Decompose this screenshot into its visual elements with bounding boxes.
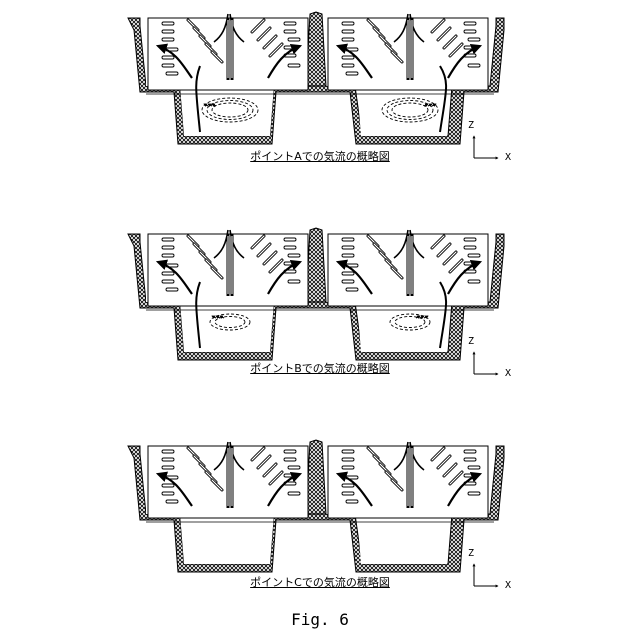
vane-slot xyxy=(288,254,300,257)
vane-slot xyxy=(162,246,174,249)
figure-label: Fig. 6 xyxy=(0,610,640,629)
vane-slot xyxy=(468,492,480,495)
vane-slot xyxy=(162,466,174,469)
vane-slot xyxy=(464,458,476,461)
center-divider xyxy=(306,440,326,514)
vane-slot xyxy=(162,30,174,33)
vane-slot xyxy=(342,254,354,257)
panel-caption: ポイントBでの気流の概略図 xyxy=(230,360,410,376)
vane-slot xyxy=(468,254,480,257)
vane-slot xyxy=(162,64,174,67)
vane-slot xyxy=(288,64,300,67)
vane-slot xyxy=(468,64,480,67)
vane-slot xyxy=(284,30,296,33)
vane-slot xyxy=(162,458,174,461)
vane-slot xyxy=(342,246,354,249)
vane-slot xyxy=(342,238,354,241)
panel-b xyxy=(128,228,504,374)
vane-slot xyxy=(346,288,358,291)
center-divider xyxy=(306,228,326,302)
vane-slot xyxy=(162,238,174,241)
vane-slot xyxy=(342,484,354,487)
vane-slot xyxy=(342,22,354,25)
vane-slot xyxy=(166,500,178,503)
z-axis-label: Z xyxy=(468,120,474,131)
vane-slot xyxy=(162,56,174,59)
vane-slot xyxy=(162,492,174,495)
vane-slot xyxy=(162,280,174,283)
vane-slot xyxy=(284,450,296,453)
vane-slot xyxy=(162,450,174,453)
vane-slot xyxy=(346,500,358,503)
vane-slot xyxy=(464,30,476,33)
vane-slot xyxy=(284,238,296,241)
vane-slot xyxy=(342,492,354,495)
vane-slot xyxy=(288,38,300,41)
vane-slot xyxy=(162,22,174,25)
vane-slot xyxy=(162,272,174,275)
vane-slot xyxy=(342,280,354,283)
vane-slot xyxy=(288,280,300,283)
vane-slot xyxy=(288,492,300,495)
vane-slot xyxy=(342,272,354,275)
vane-slot xyxy=(166,288,178,291)
panel-caption: ポイントCでの気流の概略図 xyxy=(230,574,410,590)
vane-slot xyxy=(284,246,296,249)
z-axis-label: Z xyxy=(468,548,474,559)
vane-slot xyxy=(468,466,480,469)
vane-slot xyxy=(342,450,354,453)
x-axis-label: X xyxy=(505,152,511,163)
vane-slot xyxy=(342,30,354,33)
vane-slot xyxy=(342,458,354,461)
vane-slot xyxy=(346,72,358,75)
vane-slot xyxy=(284,458,296,461)
x-axis-label: X xyxy=(505,368,511,379)
vane-slot xyxy=(464,450,476,453)
vane-slot xyxy=(464,246,476,249)
center-divider xyxy=(306,12,326,86)
vane-slot xyxy=(342,64,354,67)
vane-slot xyxy=(464,238,476,241)
vane-slot xyxy=(162,254,174,257)
vane-slot xyxy=(468,38,480,41)
x-axis-label: X xyxy=(505,580,511,591)
vane-slot xyxy=(162,38,174,41)
vane-slot xyxy=(288,466,300,469)
vane-slot xyxy=(342,38,354,41)
panel-a xyxy=(128,12,504,158)
vane-slot xyxy=(162,484,174,487)
vane-slot xyxy=(342,56,354,59)
vane-slot xyxy=(284,22,296,25)
vane-slot xyxy=(468,280,480,283)
vane-slot xyxy=(464,22,476,25)
vane-slot xyxy=(166,72,178,75)
vane-slot xyxy=(342,466,354,469)
panel-caption: ポイントAでの気流の概略図 xyxy=(230,148,410,164)
panel-c xyxy=(128,440,504,586)
z-axis-label: Z xyxy=(468,336,474,347)
